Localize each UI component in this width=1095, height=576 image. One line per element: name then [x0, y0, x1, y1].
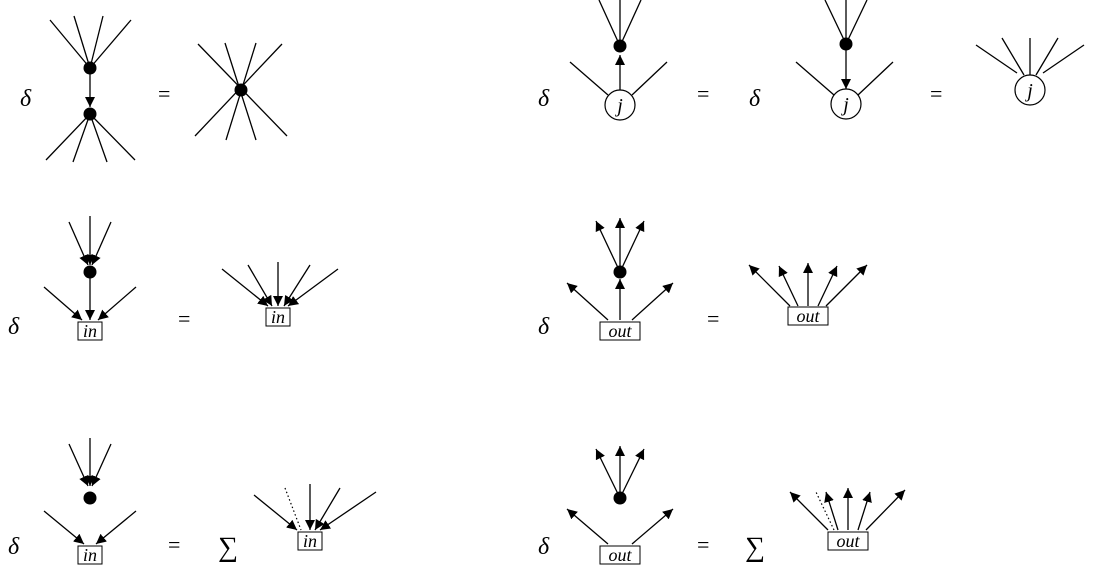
equals-sign: =	[697, 532, 709, 557]
out-node-label: out	[796, 306, 820, 326]
in-node	[77, 321, 103, 341]
delta-symbol: δ	[538, 534, 550, 560]
j-node-label: j	[1024, 80, 1033, 102]
out-node-label: out	[836, 531, 860, 551]
vertex-node	[613, 265, 627, 279]
j-node-label: j	[614, 95, 623, 117]
j-node-label: j	[840, 94, 849, 116]
vertex-node	[83, 61, 97, 75]
in-node-sum-identity: δ in = ∑ in	[8, 438, 377, 565]
j-node	[830, 88, 862, 120]
vertex-node	[839, 37, 853, 51]
equals-sign: =	[158, 81, 170, 106]
merged-vertex-diagram	[194, 42, 288, 141]
j-node-identity: δ j = δ j =	[538, 0, 1085, 121]
in-node-label: in	[83, 545, 97, 565]
out-node-sum-identity: δ out = ∑ out	[538, 446, 906, 565]
vertex-merge-identity: δ =	[20, 15, 288, 163]
out-node	[599, 321, 641, 341]
vertex-node	[613, 39, 627, 53]
out-node	[599, 545, 641, 565]
in-node	[265, 307, 291, 327]
j-node	[604, 89, 636, 121]
delta-symbol: δ	[538, 86, 550, 112]
delta-symbol: δ	[8, 534, 20, 560]
vertex-node	[613, 491, 627, 505]
equals-sign: =	[168, 532, 180, 557]
delta-symbol: δ	[749, 86, 761, 112]
out-diagram-vertex: out	[566, 218, 674, 341]
out-sum-diagram-merged: out	[789, 488, 906, 551]
j-diagram-merged: j	[975, 37, 1085, 106]
delta-symbol: δ	[20, 86, 32, 112]
in-node-label: in	[271, 307, 285, 327]
vertex-node	[83, 107, 97, 121]
j-diagram-down-arrow: j	[795, 0, 894, 120]
vertex-node	[83, 491, 97, 505]
equals-sign: =	[930, 81, 942, 106]
delta-symbol: δ	[538, 314, 550, 340]
out-sum-diagram-vertex: out	[566, 446, 674, 565]
in-diagram-vertex: in	[43, 216, 137, 341]
in-node	[77, 545, 103, 565]
vertex-node	[234, 83, 248, 97]
sum-symbol: ∑	[218, 532, 238, 563]
out-diagram-merged: out	[748, 263, 868, 326]
out-node	[827, 531, 869, 551]
out-node	[787, 306, 829, 326]
in-diagram-merged: in	[221, 262, 339, 327]
equals-sign: =	[707, 306, 719, 331]
j-diagram-up-arrow: j	[569, 0, 668, 121]
out-node-label: out	[608, 545, 632, 565]
out-node-label: out	[608, 321, 632, 341]
in-node-label: in	[303, 531, 317, 551]
two-vertex-diagram	[45, 15, 136, 163]
in-node-identity: δ in = in	[8, 216, 339, 341]
in-node	[297, 531, 323, 551]
in-sum-diagram-merged: in	[253, 484, 377, 551]
out-node-identity: δ out = out	[538, 218, 868, 341]
delta-symbol: δ	[8, 314, 20, 340]
equals-sign: =	[178, 306, 190, 331]
in-node-label: in	[83, 321, 97, 341]
in-sum-diagram-vertex: in	[43, 438, 137, 565]
sum-symbol: ∑	[745, 532, 765, 563]
j-node	[1014, 74, 1046, 106]
equals-sign: =	[697, 81, 709, 106]
